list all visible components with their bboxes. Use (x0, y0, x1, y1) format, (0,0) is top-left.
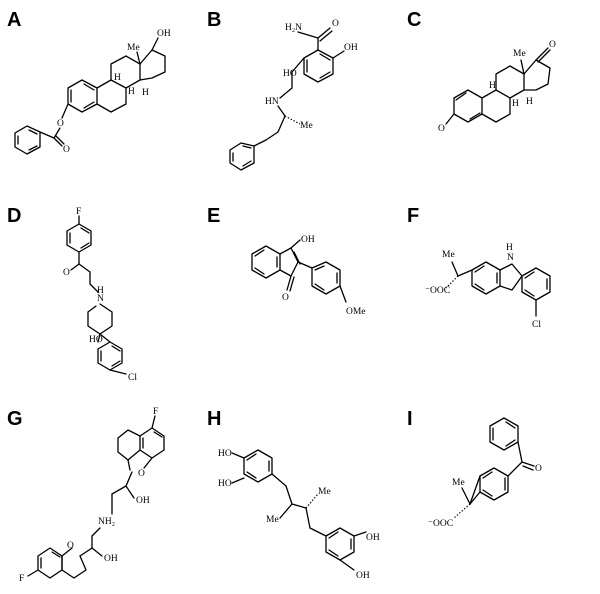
atom-f: F (19, 574, 24, 584)
atom-f: F (153, 407, 158, 417)
atom-o: O (535, 464, 542, 474)
structure-i: O Me ⁻OOC (428, 417, 542, 529)
atom-h: H (506, 243, 513, 253)
panel-f: F Me ⁻OOC H N Cl (407, 205, 551, 330)
atom-h2n: H₂N (285, 23, 302, 33)
panel-label-h: H (207, 408, 221, 430)
panel-h: H HO HO Me Me OH OH (207, 408, 380, 581)
structure-d: F O H N HO Cl (63, 207, 137, 383)
panel-d: D F O H N HO Cl (7, 205, 137, 383)
structure-b: H₂N O OH HO HN Me (229, 19, 358, 171)
atom-oh: OH (356, 571, 370, 581)
atom-me: Me (513, 49, 526, 59)
structure-h: HO HO Me Me OH OH (218, 449, 380, 581)
atom-h: H (526, 97, 533, 107)
panel-label-i: I (407, 408, 413, 430)
atom-n: N (97, 294, 104, 304)
atom-me: Me (442, 250, 455, 260)
atom-cl: Cl (128, 373, 137, 383)
panel-label-a: A (7, 9, 21, 31)
atom-oh: OH (301, 235, 315, 245)
atom-o: O (438, 124, 445, 134)
atom-hn: HN (265, 97, 279, 107)
atom-ho: HO (89, 335, 103, 345)
panel-e: E OH O OMe (207, 205, 366, 317)
atom-me: Me (452, 478, 465, 488)
atom-h: H (128, 87, 135, 97)
atom-cl: Cl (532, 320, 541, 330)
structure-a: OH Me H H H O O (14, 29, 171, 155)
atom-oh: OH (344, 43, 358, 53)
panel-label-f: F (407, 205, 419, 227)
atom-oh: OH (104, 554, 118, 564)
panel-label-b: B (207, 9, 221, 31)
atom-o: O (63, 145, 70, 155)
atom-o: O (67, 541, 74, 551)
atom-h: H (97, 286, 104, 296)
atom-ho: HO (218, 479, 232, 489)
atom-o: O (138, 469, 145, 479)
structure-g: F O OH NH₂ OH O F (19, 407, 165, 584)
panel-c: C O O Me H H H (407, 9, 556, 134)
atom-n: N (507, 253, 514, 263)
atom-me: Me (300, 121, 313, 131)
structure-f: Me ⁻OOC H N Cl (425, 243, 551, 330)
atom-ooc: ⁻OOC (428, 519, 453, 529)
atom-o: O (549, 40, 556, 50)
panel-b: B H₂N O OH HO HN Me (207, 9, 358, 171)
atom-me: Me (127, 43, 140, 53)
panel-g: G F O OH NH₂ OH O F (7, 407, 165, 584)
panel-label-e: E (207, 205, 220, 227)
panel-label-c: C (407, 9, 421, 31)
atom-me: Me (266, 515, 279, 525)
panel-label-d: D (7, 205, 21, 227)
atom-ho: HO (283, 69, 297, 79)
atom-ho: HO (218, 449, 232, 459)
atom-o: O (57, 119, 64, 129)
atom-oh: OH (157, 29, 171, 39)
atom-o: O (332, 19, 339, 29)
atom-h: H (512, 99, 519, 109)
atom-ome: OMe (346, 307, 366, 317)
atom-ooc: ⁻OOC (425, 286, 450, 296)
atom-h: H (142, 88, 149, 98)
panel-i: I O Me ⁻OOC (407, 408, 542, 529)
atom-oh: OH (136, 496, 150, 506)
atom-me: Me (318, 487, 331, 497)
panel-a: A OH Me H H H O O (7, 9, 171, 155)
structure-c: O O Me H H H (438, 40, 556, 134)
atom-nh2: NH₂ (98, 517, 115, 527)
atom-f: F (76, 207, 81, 217)
atom-h: H (114, 73, 121, 83)
panel-label-g: G (7, 408, 23, 430)
atom-h: H (489, 81, 496, 91)
structure-e: OH O OMe (251, 235, 366, 317)
atom-oh: OH (366, 533, 380, 543)
atom-o: O (282, 293, 289, 303)
atom-o: O (63, 268, 70, 278)
